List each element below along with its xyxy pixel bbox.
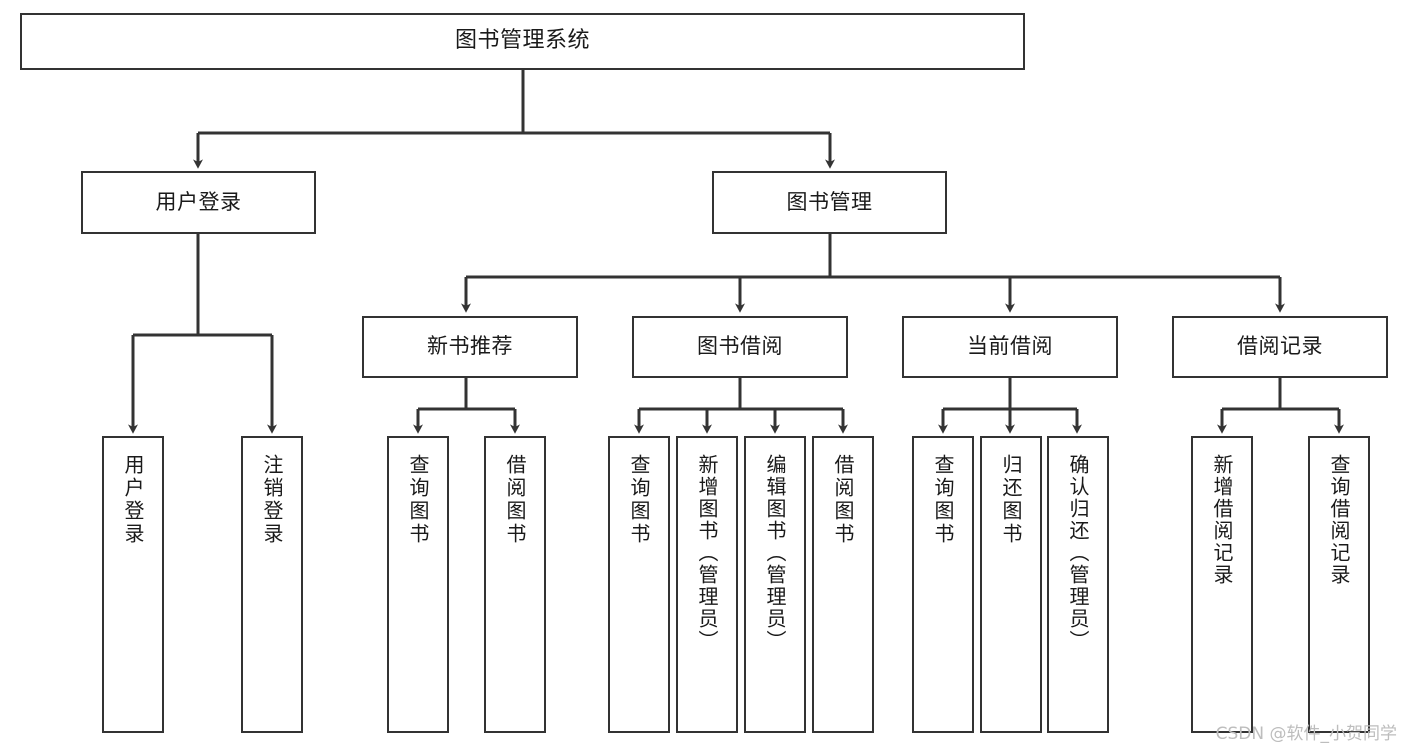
node-label: 用户登录 [155,189,242,214]
node-label: 借阅图书 [831,454,855,546]
node-label: 图书管理系统 [454,28,590,54]
node-label: 查询图书 [627,454,651,546]
leaf-user-login[interactable]: 用户登录 [102,436,164,733]
node-label: 归还图书 [999,454,1023,546]
node-label: 图书借阅 [697,334,783,359]
leaf-query-borrow-record[interactable]: 查询借阅记录 [1308,436,1370,733]
node-label: 确认归还（管理员） [1066,454,1090,652]
leaf-edit-book[interactable]: 编辑图书（管理员） [744,436,806,733]
leaf-borrow-book-recommend[interactable]: 借阅图书 [484,436,546,733]
leaf-query-book-recommend[interactable]: 查询图书 [387,436,449,733]
node-label: 查询图书 [406,454,430,546]
csdn-watermark: CSDN @软件_小贺同学 [1215,724,1397,744]
node-label: 图书管理 [786,189,873,214]
leaf-query-book-current[interactable]: 查询图书 [912,436,974,733]
node-book-manage[interactable]: 图书管理 [712,171,947,234]
node-current-borrow[interactable]: 当前借阅 [902,316,1118,378]
node-label: 用户登录 [121,454,145,546]
node-label: 注销登录 [260,454,284,546]
leaf-query-book-borrow[interactable]: 查询图书 [608,436,670,733]
node-label: 当前借阅 [967,334,1053,359]
leaf-logout-login[interactable]: 注销登录 [241,436,303,733]
node-new-book-recommend[interactable]: 新书推荐 [362,316,578,378]
node-label: 借阅图书 [503,454,527,546]
leaf-add-book[interactable]: 新增图书（管理员） [676,436,738,733]
node-borrow-record[interactable]: 借阅记录 [1172,316,1388,378]
node-label: 新增图书（管理员） [695,454,719,652]
node-label: 查询借阅记录 [1327,454,1351,586]
leaf-confirm-return[interactable]: 确认归还（管理员） [1047,436,1109,733]
node-label: 编辑图书（管理员） [763,454,787,652]
leaf-add-borrow-record[interactable]: 新增借阅记录 [1191,436,1253,733]
node-user-login[interactable]: 用户登录 [81,171,316,234]
node-root-system[interactable]: 图书管理系统 [20,13,1025,70]
leaf-borrow-book[interactable]: 借阅图书 [812,436,874,733]
node-label: 查询图书 [931,454,955,546]
node-label: 新书推荐 [427,334,513,359]
node-book-borrow[interactable]: 图书借阅 [632,316,848,378]
leaf-return-book[interactable]: 归还图书 [980,436,1042,733]
node-label: 借阅记录 [1237,334,1323,359]
node-label: 新增借阅记录 [1210,454,1234,586]
